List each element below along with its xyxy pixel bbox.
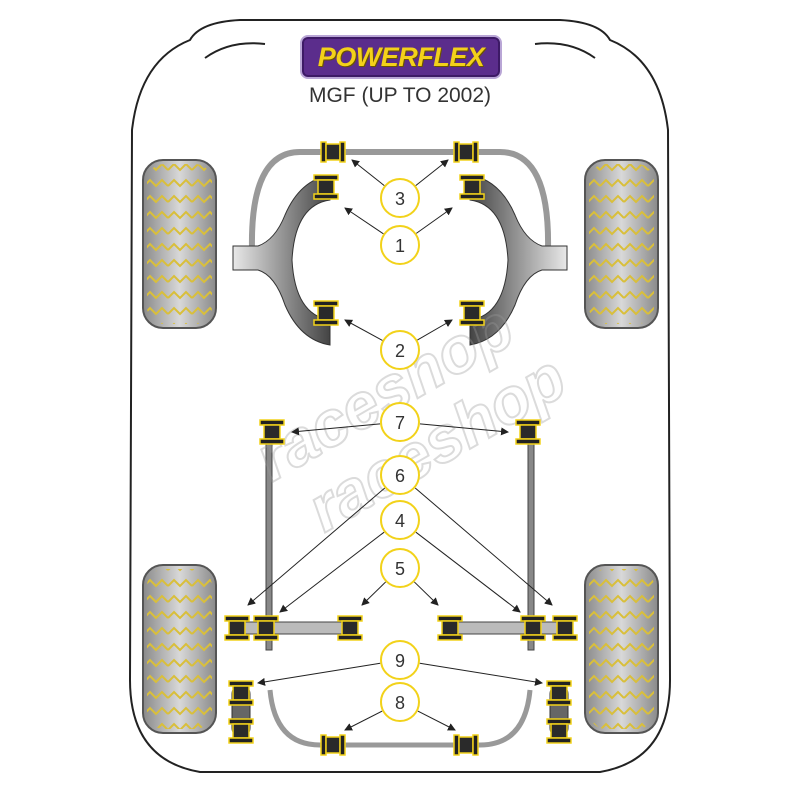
callout-arrow — [291, 423, 381, 436]
callout-arrow — [415, 159, 449, 186]
front-anti-roll-bar — [248, 149, 552, 251]
callout-8: 8 — [380, 682, 420, 722]
front-right-wishbone — [469, 174, 568, 346]
callout-arrow — [361, 581, 387, 606]
callout-2: 2 — [380, 330, 420, 370]
bush — [546, 718, 572, 744]
callout-arrow — [344, 319, 383, 341]
callout-number: 6 — [395, 466, 405, 486]
callout-9: 9 — [380, 640, 420, 680]
callout-6: 6 — [380, 455, 420, 495]
callout-arrow — [416, 207, 453, 234]
bush — [515, 419, 541, 445]
bush — [228, 680, 254, 706]
callout-arrow — [247, 487, 386, 606]
callout-arrow — [417, 710, 456, 731]
bush — [228, 718, 254, 744]
callout-arrow — [279, 531, 385, 613]
bush — [459, 174, 485, 200]
callout-number: 2 — [395, 341, 405, 361]
bush — [313, 300, 339, 326]
callout-number: 3 — [395, 189, 405, 209]
callout-number: 1 — [395, 236, 405, 256]
bush — [253, 615, 279, 641]
bush — [552, 615, 578, 641]
bush — [520, 615, 546, 641]
bush — [453, 734, 479, 756]
rear-anti-roll-bar — [267, 689, 533, 748]
rear-right-wheel — [584, 564, 659, 734]
bush — [337, 615, 363, 641]
callout-number: 8 — [395, 693, 405, 713]
callout-arrow — [414, 487, 553, 606]
car-body-outline — [128, 19, 672, 773]
callout-arrow — [344, 710, 383, 731]
front-left-wheel — [142, 159, 217, 329]
callout-1: 1 — [380, 225, 420, 265]
callout-number: 5 — [395, 559, 405, 579]
bush — [459, 300, 485, 326]
callout-arrow — [415, 531, 521, 613]
page-title: MGF (UP TO 2002) — [308, 84, 492, 107]
callout-arrow — [417, 319, 453, 341]
bush — [546, 680, 572, 706]
bush — [453, 141, 479, 163]
callout-arrow — [419, 423, 509, 436]
callout-4: 4 — [380, 500, 420, 540]
bush — [313, 174, 339, 200]
callout-7: 7 — [380, 402, 420, 442]
callout-number: 4 — [395, 511, 405, 531]
callout-arrow — [413, 581, 439, 606]
callout-arrow — [419, 662, 543, 686]
callout-number: 9 — [395, 651, 405, 671]
bush — [320, 734, 346, 756]
powerflex-logo: POWERFLEX — [300, 35, 502, 79]
rear-left-wheel — [142, 564, 217, 734]
callout-5: 5 — [380, 548, 420, 588]
callout-arrow — [351, 159, 385, 186]
rear-right-lower-arm — [444, 621, 571, 635]
callout-arrow — [257, 662, 381, 686]
bush — [320, 141, 346, 163]
logo-text: POWERFLEX — [317, 41, 485, 72]
front-left-wishbone — [232, 174, 331, 346]
callout-3: 3 — [380, 178, 420, 218]
callout-arrow — [344, 207, 384, 235]
bush — [437, 615, 463, 641]
front-right-wheel — [584, 159, 659, 329]
rear-left-lower-arm — [229, 621, 356, 635]
callout-number: 7 — [395, 413, 405, 433]
bush — [224, 615, 250, 641]
bush — [259, 419, 285, 445]
